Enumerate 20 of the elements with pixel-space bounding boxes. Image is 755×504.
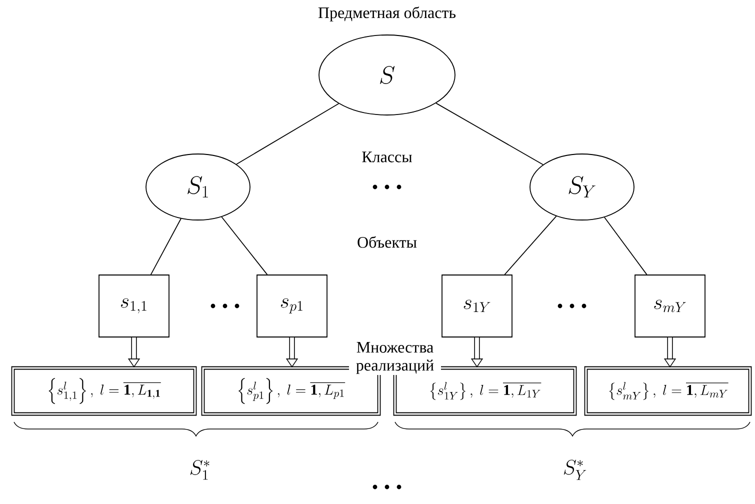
ellipse-node: $S$ — [318, 34, 456, 116]
object-box: $s_{1Y}$ — [442, 274, 512, 338]
level-label: Классы — [362, 152, 412, 162]
tree-line — [436, 102, 544, 166]
tree-line — [236, 103, 340, 165]
realization-box: $\left\{s^{l}_{1,1}\right\},\ l=\overline{\mathbf{1},L_{\mathbf{1,1}}}$ — [11, 366, 197, 416]
object-box: $s_{p1}$ — [256, 274, 328, 338]
tree-line — [604, 216, 648, 275]
tree-line — [150, 218, 182, 275]
set-label: $S^{*}_{Y}$ — [564, 460, 586, 480]
realization-box: $\left\{s^{l}_{mY}\right\},\ l=\overline{\mathbf{1},L_{mY}}$ — [584, 366, 752, 416]
level-label: Объекты — [358, 236, 417, 248]
ellipse-node: $S_1$ — [146, 154, 250, 220]
tree-line — [504, 216, 557, 275]
object-box: $s_{mY}$ — [634, 274, 706, 338]
tree-line — [221, 216, 268, 275]
set-label: $S^{*}_{1}$ — [190, 460, 210, 480]
level-label: Множества реализаций — [349, 341, 441, 375]
ellipse-node: $S_Y$ — [530, 154, 634, 220]
object-box: $s_{1,1}$ — [98, 274, 170, 338]
